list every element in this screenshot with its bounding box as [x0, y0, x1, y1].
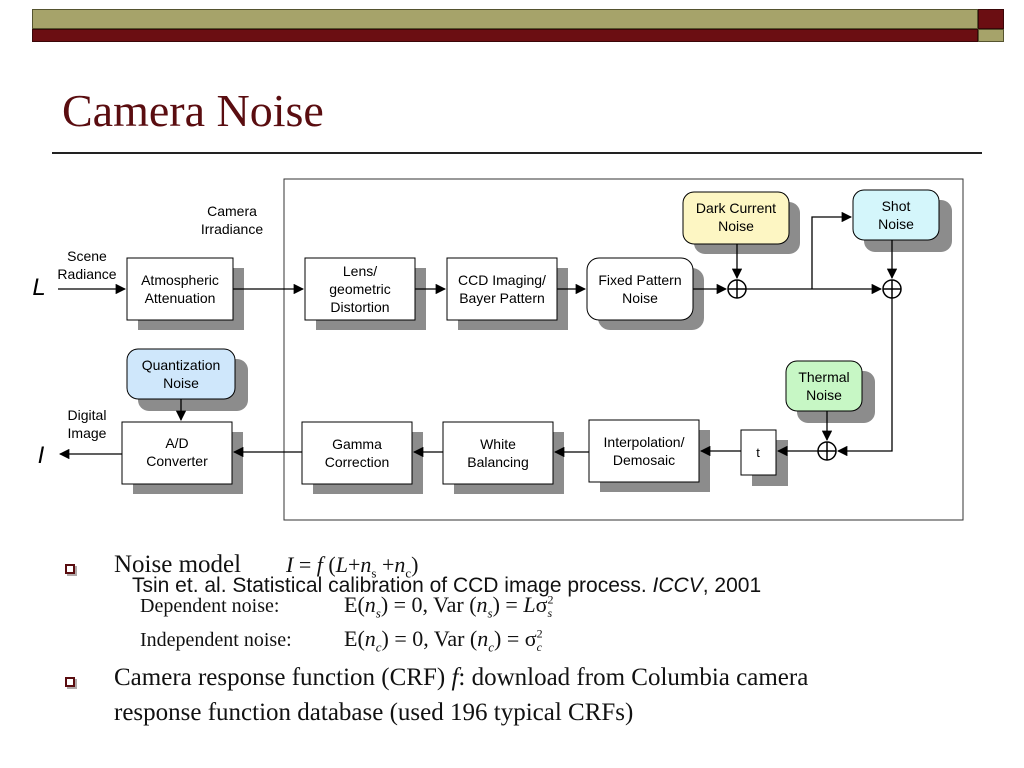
svg-text:Balancing: Balancing — [467, 454, 529, 470]
svg-text:Quantization: Quantization — [142, 357, 221, 373]
svg-text:Noise: Noise — [878, 216, 914, 232]
svg-text:Noise: Noise — [622, 290, 658, 306]
svg-text:Distortion: Distortion — [330, 299, 389, 315]
camera-irradiance-label-2: Irradiance — [201, 221, 263, 237]
block-ad-converter: A/D Converter — [121, 421, 243, 494]
svg-text:Lens/: Lens/ — [343, 263, 377, 279]
svg-text:Noise: Noise — [718, 218, 754, 234]
block-atmospheric-attenuation: Atmospheric Attenuation — [126, 257, 244, 330]
block-thermal-noise: Thermal Noise — [785, 360, 875, 423]
bullet-marker-1 — [65, 564, 75, 574]
block-lens-distortion: Lens/ geometric Distortion — [304, 257, 426, 330]
scene-radiance-label-1: Scene — [67, 248, 107, 264]
sum-junction-3 — [817, 441, 837, 461]
block-fixed-pattern-noise: Fixed Pattern Noise — [586, 257, 704, 330]
input-symbol-L: L — [32, 274, 45, 301]
title-divider — [52, 152, 982, 154]
svg-text:Shot: Shot — [882, 198, 911, 214]
header-corner-olive — [978, 29, 1004, 42]
output-symbol-I: I — [38, 442, 45, 469]
header-corner-red — [978, 9, 1004, 29]
citation: Tsin et. al. Statistical calibration of … — [132, 574, 762, 597]
camera-frame — [283, 178, 964, 521]
noise-model-label: Noise model — [114, 551, 242, 578]
digital-image-label-1: Digital — [68, 407, 107, 423]
svg-text:CCD Imaging/: CCD Imaging/ — [458, 272, 546, 288]
digital-image-label-2: Image — [68, 425, 107, 441]
svg-text:Bayer Pattern: Bayer Pattern — [459, 290, 545, 306]
camera-irradiance-label-1: Camera — [207, 203, 257, 219]
svg-text:Converter: Converter — [146, 453, 208, 469]
slide-title: Camera Noise — [62, 85, 324, 136]
svg-text:Noise: Noise — [163, 375, 199, 391]
svg-text:A/D: A/D — [165, 435, 188, 451]
svg-text:Correction: Correction — [325, 454, 390, 470]
svg-text:White: White — [480, 436, 516, 452]
svg-text:Atmospheric: Atmospheric — [141, 272, 219, 288]
dependent-noise-label: Dependent noise: — [140, 595, 280, 617]
block-t: t — [740, 429, 788, 486]
block-shot-noise: Shot Noise — [852, 189, 952, 252]
block-ccd-imaging: CCD Imaging/ Bayer Pattern — [446, 257, 568, 330]
block-gamma-correction: Gamma Correction — [301, 421, 423, 494]
connectors — [58, 211, 898, 460]
svg-text:Dark Current: Dark Current — [696, 200, 776, 216]
sum-junction-2 — [882, 279, 902, 299]
block-quantization-noise: Quantization Noise — [126, 348, 248, 411]
dependent-noise-formula: E(ns) = 0, Var (ns) = Lσ2s — [344, 592, 554, 621]
independent-noise-label: Independent noise: — [140, 629, 292, 651]
block-dark-current-noise: Dark Current Noise — [682, 191, 800, 254]
independent-noise-formula: E(nc) = 0, Var (nc) = σ2c — [344, 626, 543, 655]
svg-text:Attenuation: Attenuation — [145, 290, 216, 306]
svg-text:Gamma: Gamma — [332, 436, 382, 452]
crf-line-2: response function database (used 196 typ… — [114, 699, 634, 726]
header-bar-red — [32, 29, 978, 42]
bullet-marker-2 — [65, 677, 75, 687]
svg-text:Demosaic: Demosaic — [613, 452, 675, 468]
svg-text:t: t — [756, 445, 760, 460]
svg-text:geometric: geometric — [329, 281, 390, 297]
sum-junction-1 — [727, 279, 747, 299]
scene-radiance-label-2: Radiance — [57, 266, 116, 282]
svg-text:Noise: Noise — [806, 387, 842, 403]
block-white-balancing: White Balancing — [442, 421, 564, 494]
crf-line-1: Camera response function (CRF) f: downlo… — [114, 664, 809, 691]
noise-model-formula: I = f (L+ns +nc) — [286, 552, 419, 581]
block-interpolation-demosaic: Interpolation/ Demosaic — [588, 419, 710, 492]
svg-text:Fixed Pattern: Fixed Pattern — [598, 272, 681, 288]
svg-text:Thermal: Thermal — [798, 369, 849, 385]
header-bar-olive — [32, 9, 978, 29]
svg-text:Interpolation/: Interpolation/ — [604, 434, 685, 450]
